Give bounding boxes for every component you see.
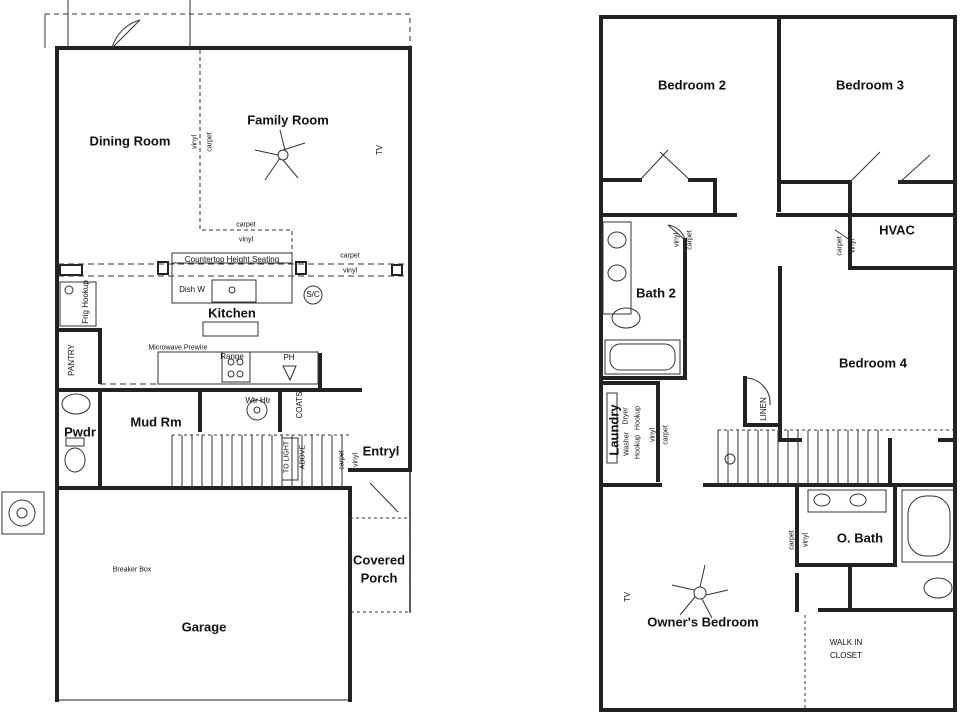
water-heater-label: Wtr Htr	[245, 396, 271, 405]
range-label: Range	[220, 352, 244, 361]
garage-label: Garage	[181, 619, 227, 635]
bedroom-2-label: Bedroom 2	[658, 77, 726, 93]
family-room-label: Family Room	[247, 112, 329, 128]
walk-in-closet-label-1: WALK IN	[829, 638, 863, 647]
hvac-label: HVAC	[879, 222, 915, 238]
vinyl-label-2: vinyl	[342, 267, 358, 275]
vinyl-label-7: vinyl	[649, 427, 657, 443]
owners-bedroom-label: Owner's Bedroom	[647, 614, 759, 630]
pantry-label: PANTRY	[67, 344, 76, 376]
vinyl-label-1: vinyl	[238, 236, 254, 244]
powder-room-label: Pwdr	[64, 424, 96, 440]
bedroom-4-label: Bedroom 4	[839, 355, 907, 371]
linen-label: LINEN	[759, 397, 768, 421]
vinyl-label-4: vinyl	[352, 452, 360, 468]
microwave-label: Microwave Prewire	[148, 344, 208, 352]
carpet-label-8: carpet	[788, 530, 796, 550]
bath-2-label: Bath 2	[636, 285, 676, 301]
vinyl-label-5: vinyl	[673, 232, 681, 248]
carpet-label-4: carpet	[338, 450, 346, 470]
vinyl-label-6: vinyl	[849, 238, 857, 254]
washer-label: Washer	[623, 432, 631, 456]
countertop-label: Countertop Height Seating	[184, 255, 280, 264]
walk-in-closet-label-2: CLOSET	[829, 651, 863, 660]
carpet-label-1: carpet	[236, 221, 256, 229]
dish-washer-label: Dish W	[179, 285, 205, 294]
coats-label: COATS	[295, 391, 304, 419]
owners-tv-label: TV	[623, 591, 632, 603]
above-label: ABOVE	[299, 444, 307, 470]
carpet-label-3: carpet	[206, 132, 214, 152]
first-floor-walls	[55, 46, 412, 702]
family-tv-label: TV	[375, 144, 384, 156]
covered-porch-label-2: Porch	[360, 570, 398, 586]
first-floor-posts	[59, 261, 403, 276]
dining-room-label: Dining Room	[89, 133, 171, 149]
vinyl-label-3: vinyl	[191, 134, 199, 150]
kitchen-label: Kitchen	[208, 305, 256, 321]
bedroom-3-label: Bedroom 3	[836, 77, 904, 93]
breaker-box-label: Breaker Box	[112, 566, 152, 574]
sc-label: S/C	[306, 290, 320, 299]
hookup-label-2: Hookup	[634, 405, 642, 431]
pantry-ph-label: PH	[283, 353, 295, 362]
hookup-label-1: Hookup	[634, 434, 642, 460]
o-bath-label: O. Bath	[836, 530, 884, 546]
second-floor-walls	[599, 15, 957, 712]
entry-label: Entryl	[362, 443, 400, 459]
laundry-label: Laundry	[606, 404, 622, 456]
fridge-label: Frig Hookup	[81, 280, 90, 324]
carpet-label-5: carpet	[686, 230, 694, 250]
dryer-label: Dryer	[622, 407, 630, 425]
carpet-label-7: carpet	[662, 425, 670, 445]
carpet-label-2: carpet	[340, 252, 360, 260]
covered-porch-label-1: Covered	[352, 552, 406, 568]
vinyl-label-8: vinyl	[802, 532, 810, 548]
carpet-label-6: carpet	[836, 236, 844, 256]
mud-room-label: Mud Rm	[130, 414, 182, 430]
to-light-label: TO LIGHT	[283, 440, 291, 474]
